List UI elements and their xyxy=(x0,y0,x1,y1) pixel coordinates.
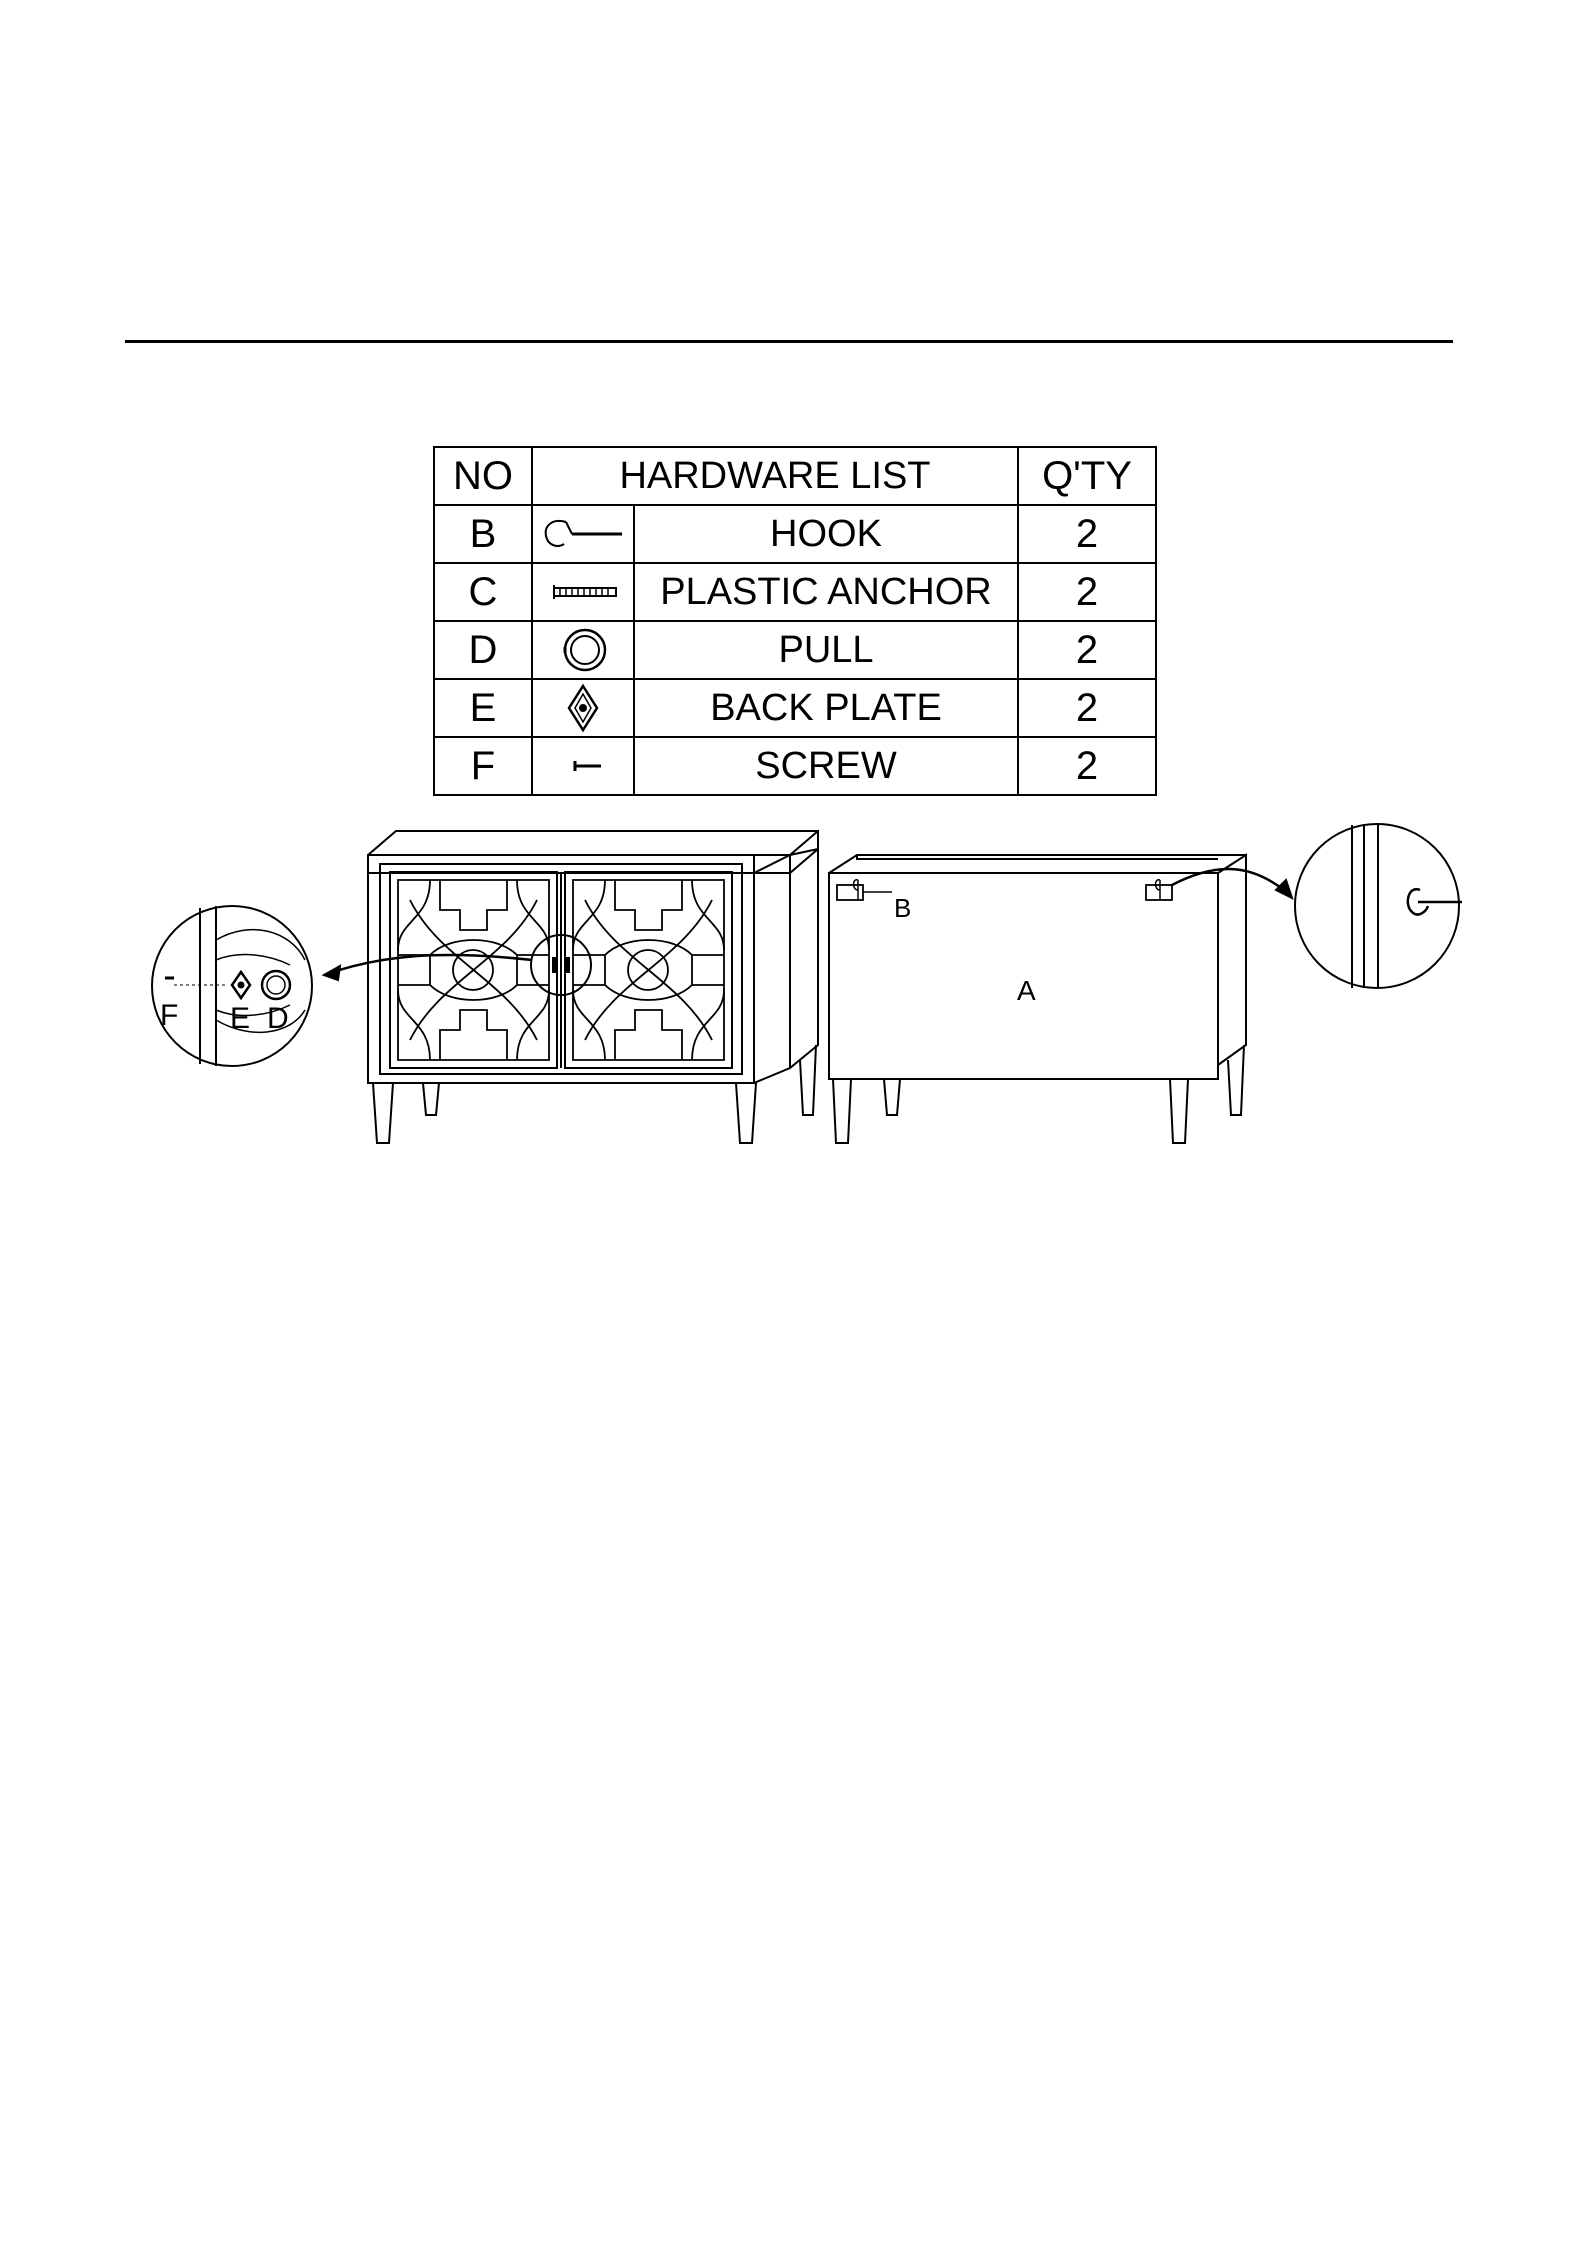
header-qty: Q'TY xyxy=(1018,447,1156,505)
row-no: C xyxy=(434,563,532,621)
assembly-figure: F E D B A xyxy=(0,800,1587,1160)
table-row: E BACK PLATE 2 xyxy=(434,679,1156,737)
hook-detail-callout xyxy=(1172,824,1462,988)
hardware-list-table: NO HARDWARE LIST Q'TY B HOOK 2 C PLASTIC… xyxy=(433,446,1157,796)
label-screw: F xyxy=(160,999,178,1032)
row-name: SCREW xyxy=(634,737,1018,795)
label-pull: D xyxy=(267,1002,289,1035)
row-no: B xyxy=(434,505,532,563)
row-qty: 2 xyxy=(1018,563,1156,621)
label-back-plate: E xyxy=(230,1002,250,1035)
row-no: F xyxy=(434,737,532,795)
row-no: E xyxy=(434,679,532,737)
row-no: D xyxy=(434,621,532,679)
row-qty: 2 xyxy=(1018,621,1156,679)
label-cabinet: A xyxy=(1017,975,1036,1006)
row-name: BACK PLATE xyxy=(634,679,1018,737)
top-divider-rule xyxy=(125,340,1453,343)
back-cabinet-drawing xyxy=(829,855,1246,1143)
front-cabinet-drawing xyxy=(368,831,818,1143)
plastic-anchor-icon xyxy=(532,563,634,621)
hook-icon xyxy=(532,505,634,563)
table-row: B HOOK 2 xyxy=(434,505,1156,563)
row-qty: 2 xyxy=(1018,679,1156,737)
table-header-row: NO HARDWARE LIST Q'TY xyxy=(434,447,1156,505)
table-row: D PULL 2 xyxy=(434,621,1156,679)
pull-icon xyxy=(532,621,634,679)
screw-icon xyxy=(532,737,634,795)
row-name: PULL xyxy=(634,621,1018,679)
table-row: C PLASTIC ANCHOR 2 xyxy=(434,563,1156,621)
row-qty: 2 xyxy=(1018,505,1156,563)
table-row: F SCREW 2 xyxy=(434,737,1156,795)
label-hook: B xyxy=(894,893,911,923)
row-name: PLASTIC ANCHOR xyxy=(634,563,1018,621)
header-no: NO xyxy=(434,447,532,505)
row-name: HOOK xyxy=(634,505,1018,563)
header-hardware-list: HARDWARE LIST xyxy=(532,447,1018,505)
back-plate-icon xyxy=(532,679,634,737)
row-qty: 2 xyxy=(1018,737,1156,795)
